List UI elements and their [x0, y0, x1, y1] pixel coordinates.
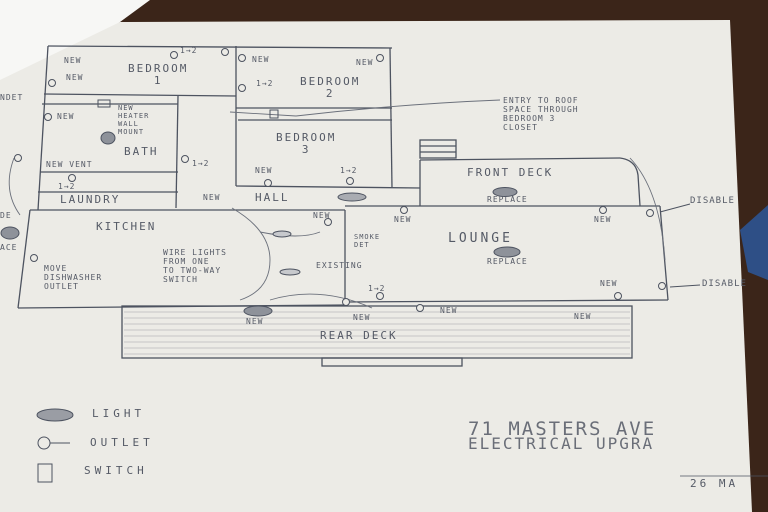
edge-text-top: NDET	[0, 93, 24, 102]
room-lounge: LOUNGE	[448, 231, 513, 246]
title-subtitle: ELECTRICAL UPGRA	[468, 434, 655, 453]
label-one-two: 1→2	[256, 79, 274, 88]
note-disable-1: DISABLE	[690, 196, 735, 206]
light-hall	[337, 192, 367, 202]
disable-arrows	[659, 203, 701, 288]
label-one-two: 1→2	[340, 166, 358, 175]
label-one-two: 1→2	[180, 46, 198, 55]
label-new: NEW	[64, 56, 82, 65]
label-one-two: 1→2	[368, 284, 386, 293]
room-kitchen: KITCHEN	[96, 220, 157, 233]
legend-outlet-icon	[37, 436, 51, 450]
label-new: NEW	[394, 215, 412, 224]
label-new: NEW	[440, 306, 458, 315]
label-one-two: 1→2	[192, 159, 210, 168]
wiring-lines	[8, 99, 666, 309]
room-bedroom-1: BEDROOM 1	[128, 62, 189, 87]
blue-object	[740, 205, 768, 280]
label-new: NEW	[66, 73, 84, 82]
title-date: 26 MA	[690, 477, 739, 490]
room-bath: BATH	[124, 145, 159, 158]
label-new: NEW	[594, 215, 612, 224]
rear-deck-hatch	[124, 311, 630, 355]
floor-plan-walls	[17, 45, 669, 367]
note-smoke-det: SMOKE DET	[354, 233, 381, 249]
label-new: NEW	[353, 313, 371, 322]
note-move-dishwasher: MOVE DISHWASHER OUTLET	[44, 264, 103, 291]
room-rear-deck: REAR DECK	[320, 329, 398, 342]
legend-outlet-label: OUTLET	[90, 436, 154, 449]
light-kitchen	[272, 230, 292, 238]
legend-light-label: LIGHT	[92, 407, 146, 420]
light-kitchen-2	[279, 268, 301, 276]
legend-symbols	[36, 408, 74, 483]
paper-sheet	[0, 20, 752, 512]
label-replace: REPLACE	[487, 195, 528, 204]
note-wire-lights: WIRE LIGHTS FROM ONE TO TWO-WAY SWITCH	[163, 248, 227, 284]
light-bath	[100, 131, 116, 145]
legend-light-icon	[36, 408, 74, 422]
light-fixtures	[0, 131, 521, 317]
note-new-vent: NEW VENT	[46, 160, 93, 169]
legend-switch-icon	[37, 463, 53, 483]
label-new: NEW	[203, 193, 221, 202]
label-new: NEW	[246, 317, 264, 326]
room-bedroom-2: BEDROOM 2	[300, 75, 361, 100]
legend-switch-label: SWITCH	[84, 464, 148, 477]
note-roof-entry: ENTRY TO ROOF SPACE THROUGH BEDROOM 3 CL…	[503, 96, 579, 132]
outlet-symbols	[14, 48, 666, 312]
room-laundry: LAUNDRY	[60, 193, 121, 206]
label-new: NEW	[313, 211, 331, 220]
label-one-two: 1→2	[58, 182, 76, 191]
light-rear-deck	[243, 305, 273, 317]
switch-symbols	[97, 99, 279, 119]
title-address: 71 MASTERS AVE	[468, 418, 657, 440]
note-existing: EXISTING	[316, 261, 363, 270]
room-hall: HALL	[255, 191, 290, 204]
label-replace: REPLACE	[487, 257, 528, 266]
paper-fold	[0, 0, 150, 80]
note-new-heater: NEW HEATER WALL MOUNT	[118, 104, 150, 136]
note-disable-2: DISABLE	[702, 279, 747, 289]
edge-text-mid: DE	[0, 211, 12, 220]
label-new: NEW	[57, 112, 75, 121]
label-new: NEW	[252, 55, 270, 64]
room-bedroom-3: BEDROOM 3	[276, 131, 337, 156]
label-new: NEW	[356, 58, 374, 67]
label-new: NEW	[255, 166, 273, 175]
light-lounge	[493, 246, 521, 258]
edge-text-low: ACE	[0, 243, 18, 252]
label-new: NEW	[574, 312, 592, 321]
light-front-deck	[492, 187, 518, 197]
light-edge-left	[0, 226, 20, 240]
room-front-deck: FRONT DECK	[467, 166, 554, 179]
label-new: NEW	[600, 279, 618, 288]
